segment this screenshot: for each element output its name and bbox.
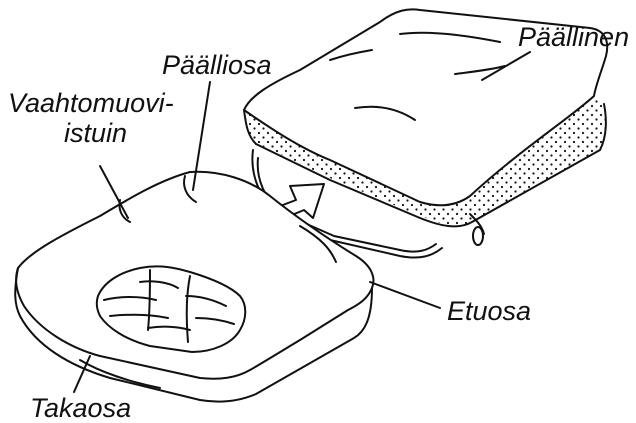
label-foam-seat-line2: istuin (64, 118, 174, 148)
label-back-part: Takaosa (30, 393, 131, 423)
label-top-part: Päälliosa (162, 50, 272, 80)
label-foam-seat-line1: Vaahtomuovi- (8, 88, 174, 118)
foam-seat (15, 172, 373, 402)
label-front-part: Etuosa (447, 296, 531, 326)
label-cover: Päällinen (518, 22, 629, 52)
leader-etuosa (370, 282, 440, 308)
label-foam-seat: Vaahtomuovi- istuin (8, 88, 174, 148)
